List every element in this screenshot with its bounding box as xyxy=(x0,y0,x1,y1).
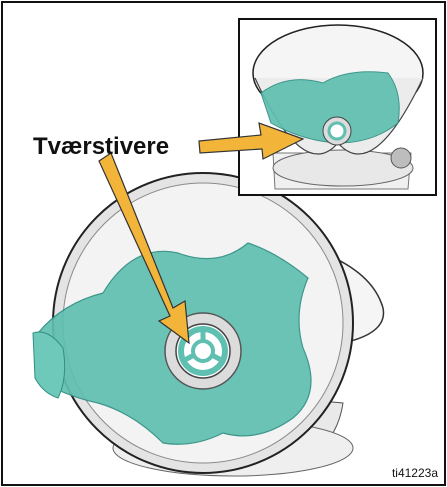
figure-id: ti41223a xyxy=(392,466,438,480)
inset-view xyxy=(239,19,436,195)
hopper-diagram xyxy=(3,3,444,484)
callout-label: Tværstivere xyxy=(33,133,169,161)
main-hopper xyxy=(33,173,384,476)
inset-knob xyxy=(391,148,411,168)
